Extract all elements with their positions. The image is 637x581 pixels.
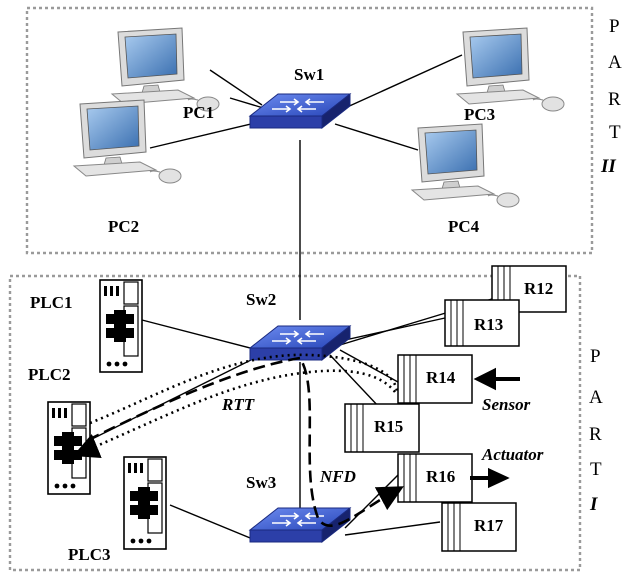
part-i-letter-t: T [590,459,602,480]
label-r12: R12 [524,279,553,298]
label-pc3: PC3 [464,105,495,124]
part-i-letter-a: A [589,387,603,408]
part-ii-links [149,54,463,320]
label-pc2: PC2 [108,217,139,236]
part-ii-numeral: II [600,156,616,177]
label-sw2: Sw2 [246,290,276,309]
label-sw1: Sw1 [294,65,324,84]
part-i-box [8,274,582,572]
rtt-path-outgoing [89,353,399,425]
part-i-letter-p: P [590,346,601,367]
sensor-arrow [473,367,520,391]
plc2 [47,401,91,495]
pc1 [111,27,220,112]
relay-r13 [444,299,520,347]
part-ii-letter-p: P [609,16,620,37]
label-r14: R14 [426,368,456,387]
plc1 [99,279,143,373]
part-ii-box [25,6,594,255]
pc4 [411,123,520,208]
label-sw3: Sw3 [246,473,276,492]
part-i-letter-r: R [589,424,602,445]
label-actuator: Actuator [481,445,544,464]
plc3 [123,456,167,550]
label-pc4: PC4 [448,217,480,236]
actuator-arrow [470,467,510,489]
label-plc2: PLC2 [28,365,71,384]
pc3 [456,27,565,112]
relay-r15 [344,403,420,453]
relay-r16 [397,453,473,503]
label-r17: R17 [474,516,504,535]
label-sensor: Sensor [482,395,531,414]
part-ii-letter-a: A [608,52,622,73]
label-nfd: NFD [319,467,356,486]
label-plc3: PLC3 [68,545,111,564]
label-plc1: PLC1 [30,293,73,312]
switch-sw1 [249,93,351,129]
label-pc1: PC1 [183,103,214,122]
label-r16: R16 [426,467,455,486]
relay-r14 [397,354,473,404]
nfd-path [87,356,404,527]
rtt-path-return [72,369,397,459]
part-ii-letter-r: R [608,89,621,110]
label-r13: R13 [474,315,503,334]
label-r15: R15 [374,417,403,436]
relay-r17 [441,502,517,552]
switch-sw3 [249,507,351,543]
pc2 [73,99,182,184]
label-rtt: RTT [221,395,255,414]
part-i-numeral: I [589,494,598,515]
part-ii-letter-t: T [609,122,621,143]
